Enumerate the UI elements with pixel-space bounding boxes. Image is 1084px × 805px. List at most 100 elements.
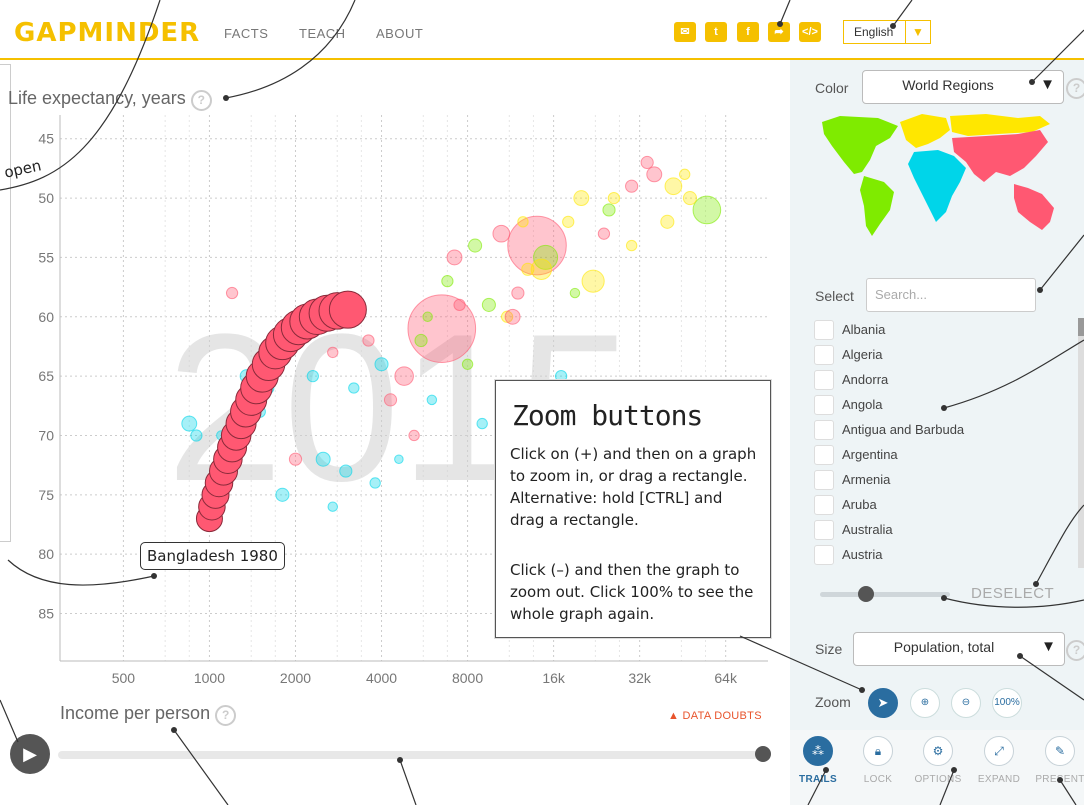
- lock-button[interactable]: 🔒︎ LOCK: [848, 736, 908, 785]
- bubble[interactable]: [181, 415, 198, 432]
- bubble[interactable]: [362, 334, 375, 347]
- map-asia[interactable]: [952, 130, 1054, 230]
- bubble[interactable]: [664, 177, 683, 196]
- nav-teach[interactable]: TEACH: [299, 26, 346, 41]
- bubble[interactable]: [422, 311, 433, 323]
- bubble[interactable]: [225, 286, 239, 300]
- bubble[interactable]: [625, 179, 639, 193]
- y-axis-title[interactable]: Life expectancy, years ?: [8, 88, 212, 111]
- help-icon[interactable]: ?: [1066, 640, 1084, 661]
- data-doubts-link[interactable]: ▲ DATA DOUBTS: [668, 710, 762, 722]
- bubble[interactable]: [441, 275, 454, 288]
- bubble[interactable]: [306, 369, 319, 383]
- bubble[interactable]: [327, 501, 338, 512]
- bubble[interactable]: [504, 308, 521, 325]
- bubble[interactable]: [569, 287, 581, 299]
- checkbox[interactable]: [814, 495, 834, 515]
- bubble[interactable]: [369, 477, 381, 489]
- checkbox[interactable]: [814, 445, 834, 465]
- bubble[interactable]: [461, 358, 474, 370]
- bubble[interactable]: [275, 487, 290, 502]
- bubble[interactable]: [660, 214, 675, 229]
- help-icon[interactable]: ?: [215, 705, 237, 726]
- timeline-slider[interactable]: [58, 751, 758, 759]
- checkbox[interactable]: [814, 345, 834, 365]
- checkbox[interactable]: [814, 420, 834, 440]
- bubble[interactable]: [374, 357, 389, 372]
- language-select[interactable]: English ▼: [843, 20, 931, 44]
- share-icon[interactable]: ➦: [768, 22, 790, 42]
- bubble[interactable]: [625, 239, 638, 252]
- bubble[interactable]: [453, 298, 466, 312]
- present-button[interactable]: ✎ PRESENT: [1030, 736, 1084, 785]
- map-africa[interactable]: [908, 150, 966, 222]
- list-scrollbar-thumb[interactable]: [1078, 318, 1084, 336]
- opacity-slider[interactable]: [820, 592, 950, 597]
- bubble[interactable]: [190, 429, 203, 442]
- mail-icon[interactable]: ✉: [674, 22, 696, 42]
- bubble[interactable]: [507, 215, 567, 276]
- bubble[interactable]: [339, 464, 353, 478]
- bubble[interactable]: [394, 454, 404, 464]
- bubble[interactable]: [602, 203, 616, 217]
- nav-facts[interactable]: FACTS: [224, 26, 269, 41]
- world-regions-map[interactable]: [818, 112, 1058, 240]
- bubble[interactable]: [530, 258, 553, 280]
- opacity-slider-handle[interactable]: [858, 586, 874, 602]
- bubble[interactable]: [640, 155, 654, 170]
- help-icon[interactable]: ?: [1066, 78, 1084, 99]
- checkbox[interactable]: [814, 470, 834, 490]
- checkbox[interactable]: [814, 395, 834, 415]
- bubble[interactable]: [446, 249, 463, 266]
- trails-button[interactable]: ⁂ TRAILS: [788, 736, 848, 785]
- bubble[interactable]: [573, 190, 590, 207]
- options-button[interactable]: ⚙ OPTIONS: [908, 736, 968, 785]
- bubble[interactable]: [492, 224, 511, 243]
- bubble[interactable]: [468, 238, 483, 253]
- zoom-reset-button[interactable]: 100%: [992, 688, 1022, 718]
- gapminder-logo[interactable]: GAPMINDER: [14, 18, 201, 48]
- list-scrollbar[interactable]: [1078, 318, 1084, 568]
- play-button[interactable]: ▶: [10, 734, 50, 774]
- bubble[interactable]: [383, 393, 398, 407]
- bubble[interactable]: [597, 227, 611, 240]
- trail-bubble[interactable]: [328, 290, 367, 329]
- bubble[interactable]: [476, 417, 488, 430]
- checkbox[interactable]: [814, 370, 834, 390]
- map-americas[interactable]: [822, 116, 898, 236]
- bubble[interactable]: [348, 382, 360, 394]
- twitter-icon[interactable]: t: [705, 22, 727, 42]
- bubble[interactable]: [517, 216, 529, 228]
- pointer-tool-button[interactable]: ➤: [868, 688, 898, 718]
- color-dropdown[interactable]: World Regions ▼: [862, 70, 1064, 104]
- bubble[interactable]: [679, 168, 691, 181]
- zoom-in-button[interactable]: ⊕: [910, 688, 940, 718]
- bubble[interactable]: [646, 166, 663, 183]
- bubble[interactable]: [692, 195, 722, 225]
- bubble[interactable]: [521, 262, 535, 276]
- timeline-handle[interactable]: [755, 746, 771, 762]
- bubble[interactable]: [394, 366, 414, 386]
- bubble[interactable]: [408, 429, 420, 442]
- deselect-button[interactable]: DESELECT: [971, 585, 1055, 602]
- bubble[interactable]: [426, 394, 438, 406]
- checkbox[interactable]: [814, 520, 834, 540]
- bubble[interactable]: [533, 244, 559, 270]
- zoom-out-button[interactable]: ⊖: [951, 688, 981, 718]
- bubble[interactable]: [511, 286, 525, 300]
- expand-button[interactable]: ⤢ EXPAND: [969, 736, 1029, 785]
- size-dropdown[interactable]: Population, total ▼: [853, 632, 1065, 666]
- help-icon[interactable]: ?: [190, 90, 212, 111]
- bubble[interactable]: [288, 452, 303, 466]
- nav-about[interactable]: ABOUT: [376, 26, 424, 41]
- x-axis-title[interactable]: Income per person ?: [60, 703, 237, 726]
- bubble[interactable]: [562, 215, 575, 228]
- bubble[interactable]: [581, 269, 605, 293]
- checkbox[interactable]: [814, 545, 834, 565]
- facebook-icon[interactable]: f: [737, 22, 759, 42]
- embed-icon[interactable]: </>: [799, 22, 821, 42]
- bangladesh-trail[interactable]: [195, 290, 367, 533]
- checkbox[interactable]: [814, 320, 834, 340]
- bubble[interactable]: [315, 451, 331, 467]
- bubble[interactable]: [682, 191, 698, 206]
